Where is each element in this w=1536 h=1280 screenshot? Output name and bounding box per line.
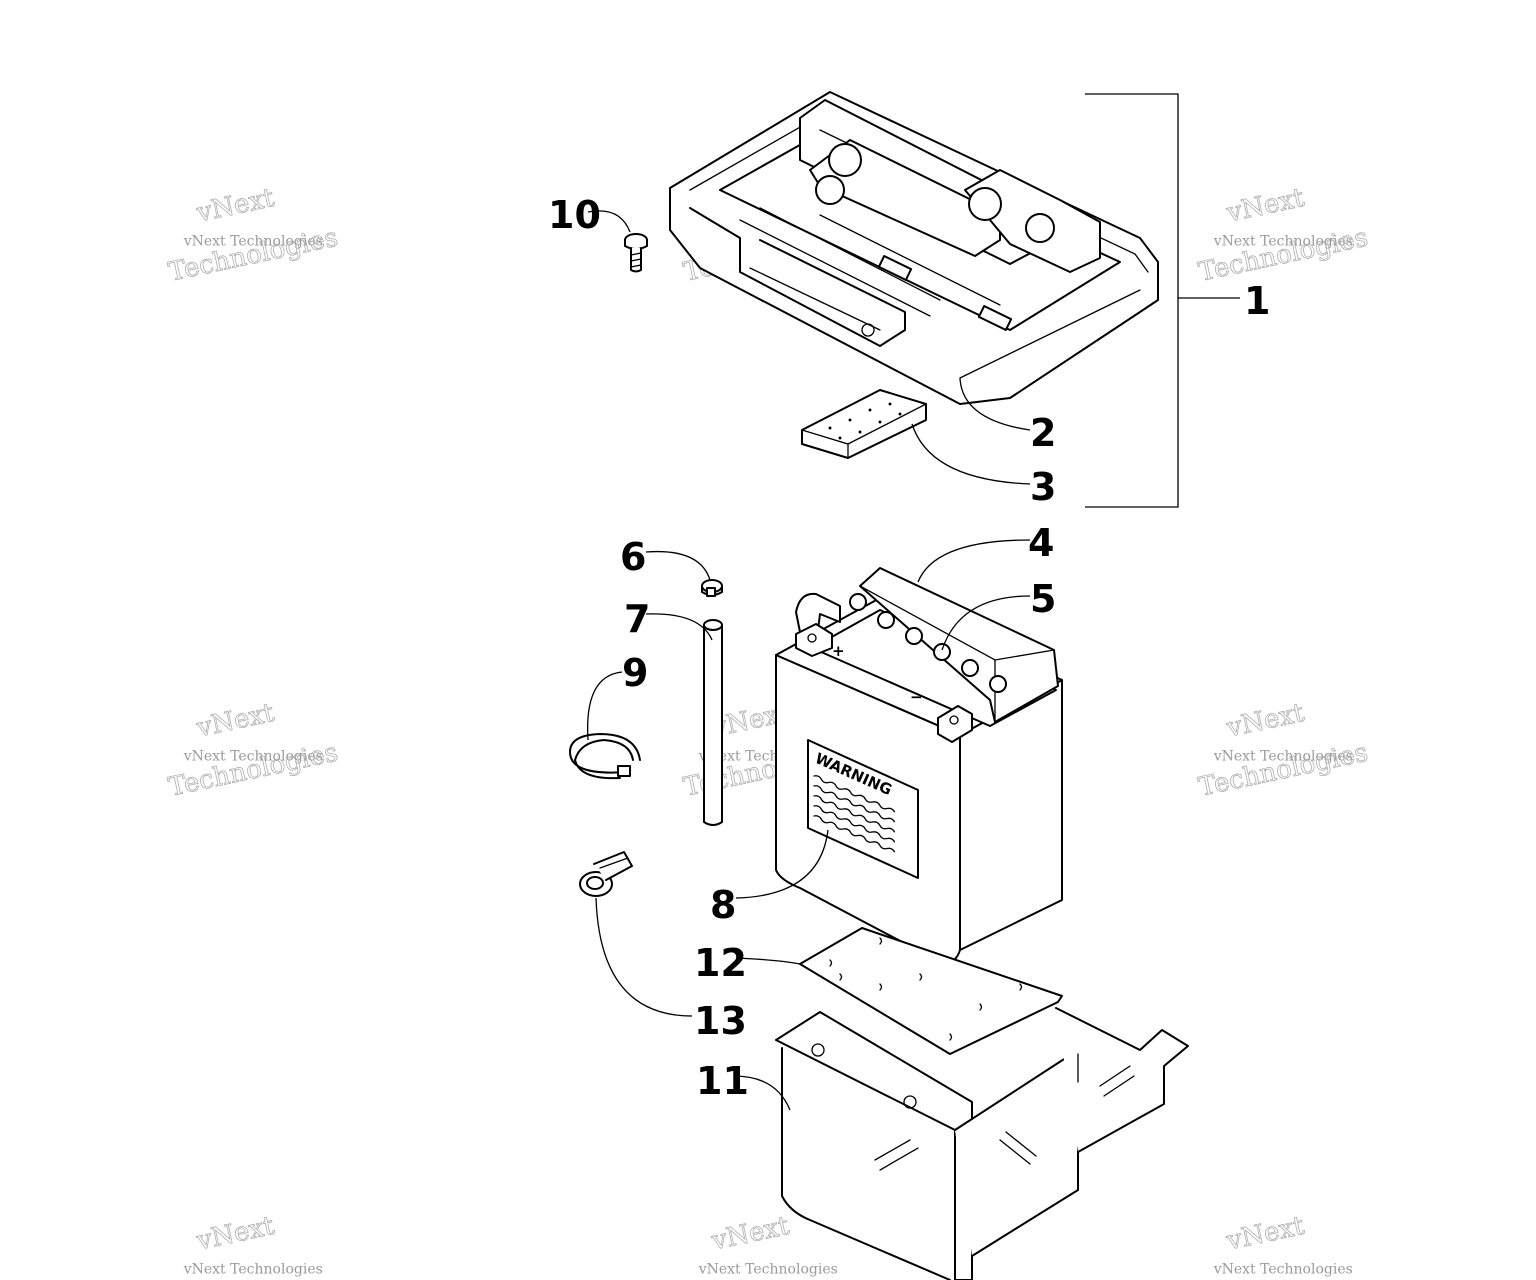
svg-text:vNext: vNext <box>193 698 277 744</box>
svg-text:Technologies: Technologies <box>166 738 341 803</box>
svg-text:vNext: vNext <box>193 1211 277 1257</box>
svg-text:vNext: vNext <box>1223 698 1307 744</box>
watermark: vNext vNext Technologies <box>183 1210 323 1277</box>
cable-strap <box>569 733 641 780</box>
svg-text:vNext: vNext <box>1223 1211 1307 1257</box>
callout-2: 2 <box>1030 411 1056 455</box>
vent-tube <box>703 619 723 826</box>
positive-symbol: + <box>832 642 845 660</box>
svg-text:vNext: vNext <box>708 1211 792 1257</box>
tool-tray <box>669 91 1159 405</box>
watermark: vNext vNext Technologies <box>1213 1210 1353 1277</box>
assembly-bracket <box>1085 93 1240 508</box>
svg-text:vNext Technologies: vNext Technologies <box>183 233 323 249</box>
svg-text:Technologies: Technologies <box>1196 738 1371 803</box>
watermark: vNext vNext Technologies Technologies <box>166 182 341 288</box>
callout-13: 13 <box>694 999 747 1043</box>
wire-clip <box>579 851 633 897</box>
callout-9: 9 <box>622 651 648 695</box>
svg-text:Technologies: Technologies <box>1196 223 1371 288</box>
callout-7: 7 <box>624 597 650 641</box>
svg-text:Technologies: Technologies <box>166 223 341 288</box>
hose-clamp <box>701 579 723 597</box>
svg-text:vNext Technologies: vNext Technologies <box>1213 233 1353 249</box>
svg-text:vNext Technologies: vNext Technologies <box>1213 748 1353 764</box>
callout-5: 5 <box>1030 577 1056 621</box>
callout-4: 4 <box>1028 521 1054 565</box>
watermark: vNext vNext Technologies Technologies <box>1196 182 1371 288</box>
negative-symbol: − <box>910 688 923 706</box>
watermark: vNext vNext Technologies Technologies <box>1196 697 1371 803</box>
callout-3: 3 <box>1030 465 1056 509</box>
callout-11: 11 <box>696 1059 749 1103</box>
callout-8: 8 <box>710 883 736 927</box>
svg-text:vNext Technologies: vNext Technologies <box>698 1261 838 1277</box>
svg-text:vNext Technologies: vNext Technologies <box>183 1261 323 1277</box>
callout-labels: 10 1 2 3 4 5 6 7 9 8 12 13 11 <box>548 193 1270 1103</box>
foam-pad <box>801 389 927 459</box>
battery: + − WARNING <box>775 567 1063 964</box>
svg-text:vNext: vNext <box>193 183 277 229</box>
callout-10: 10 <box>548 193 601 237</box>
svg-text:vNext Technologies: vNext Technologies <box>1213 1261 1353 1277</box>
callout-6: 6 <box>620 535 646 579</box>
watermark-layer: vNext vNext Technologies Technologies vN… <box>166 182 1371 1277</box>
svg-text:vNext: vNext <box>1223 183 1307 229</box>
watermark: vNext vNext Technologies Technologies <box>166 697 341 803</box>
battery-caps <box>849 593 1007 693</box>
battery-pad <box>799 927 1063 1055</box>
callout-12: 12 <box>694 941 747 985</box>
svg-text:vNext Technologies: vNext Technologies <box>183 748 323 764</box>
callout-1: 1 <box>1244 279 1270 323</box>
battery-bracket <box>775 1007 1189 1280</box>
screw <box>624 233 648 273</box>
leader-lines <box>586 210 1031 1111</box>
